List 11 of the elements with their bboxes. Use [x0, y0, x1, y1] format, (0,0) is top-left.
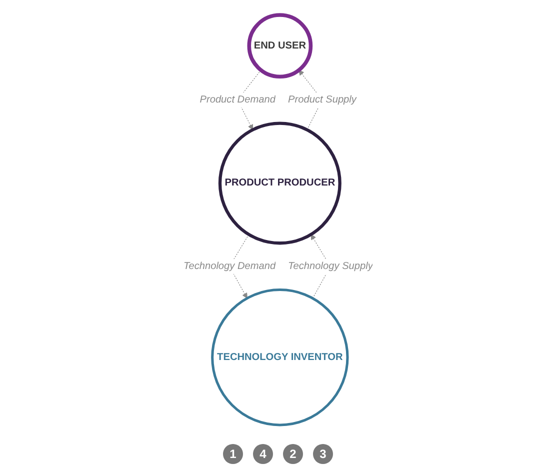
edge-label: Technology Supply: [288, 260, 373, 272]
edge-label: Product Demand: [200, 94, 276, 105]
node-circle: END USER: [247, 13, 312, 79]
edge-label: Product Supply: [288, 94, 356, 105]
step-number: 3: [313, 444, 333, 464]
step-number: 1: [223, 444, 243, 464]
node-circle: TECHNOLOGY INVENTOR: [210, 288, 349, 426]
edge-label: Technology Demand: [183, 260, 276, 272]
node-circle: PRODUCT PRODUCER: [218, 122, 342, 245]
step-number: 2: [283, 444, 303, 464]
step-number: 4: [253, 444, 273, 464]
